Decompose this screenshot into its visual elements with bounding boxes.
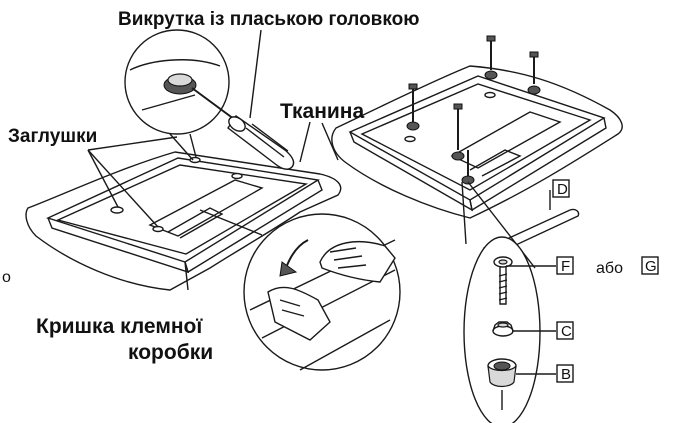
terminal-cover-magnifier bbox=[243, 213, 401, 371]
screwdriver-icon bbox=[191, 87, 295, 170]
leader-lines-left bbox=[87, 29, 339, 291]
part-box-f bbox=[556, 256, 574, 275]
stand-screws bbox=[406, 35, 541, 185]
or-label: або bbox=[596, 260, 623, 277]
part-f-label: F bbox=[561, 258, 570, 275]
terminal-cover-label-line1: Кришка клемної bbox=[36, 315, 203, 338]
screwdriver-label: Викрутка із плаською головкою bbox=[118, 9, 419, 30]
screw-icon bbox=[406, 83, 420, 131]
plugs-label: Заглушки bbox=[8, 126, 97, 147]
part-box-g bbox=[641, 256, 659, 275]
plug-magnifier bbox=[124, 29, 230, 161]
part-c-label: C bbox=[561, 323, 572, 340]
left-tv-panel bbox=[46, 156, 323, 274]
part-box-c bbox=[556, 321, 574, 340]
edge-text-fragment: о bbox=[2, 269, 11, 286]
cloth-label: Тканина bbox=[280, 100, 364, 123]
part-g-label: G bbox=[645, 258, 657, 275]
screw-icon bbox=[484, 35, 498, 80]
terminal-cover-label-line2: коробки bbox=[128, 341, 213, 364]
screw-icon bbox=[451, 103, 465, 161]
parts-magnifier bbox=[463, 236, 541, 423]
part-labels bbox=[506, 179, 659, 383]
part-b-label: B bbox=[561, 366, 571, 383]
screw-icon bbox=[527, 51, 541, 95]
part-box-d bbox=[552, 179, 570, 198]
screw-icon bbox=[461, 150, 475, 185]
part-d-label: D bbox=[557, 181, 568, 198]
part-box-b bbox=[556, 364, 574, 383]
